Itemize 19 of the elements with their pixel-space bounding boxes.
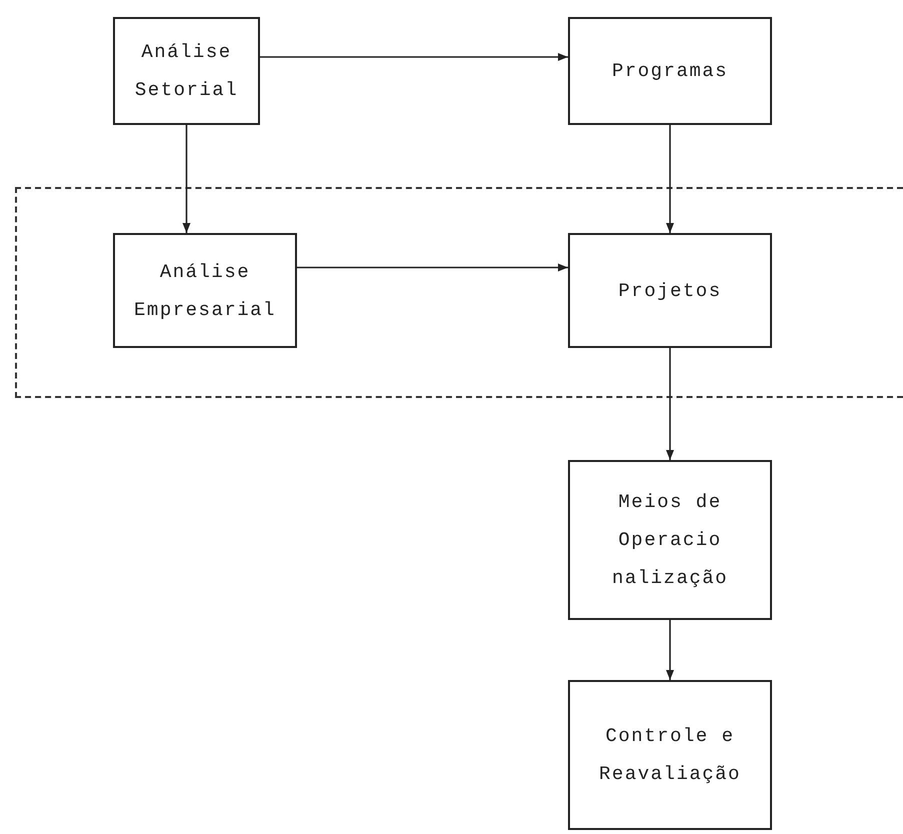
arrow bbox=[666, 348, 674, 460]
arrow bbox=[260, 53, 568, 61]
process-box bbox=[113, 233, 297, 348]
arrow bbox=[666, 125, 674, 233]
arrow bbox=[666, 620, 674, 680]
process-box bbox=[568, 460, 772, 620]
box-label: Meios de Operacio nalização bbox=[610, 490, 730, 591]
arrow bbox=[297, 264, 568, 272]
process-box bbox=[568, 680, 772, 830]
process-box bbox=[568, 17, 772, 125]
process-box bbox=[568, 233, 772, 348]
process-box bbox=[113, 17, 260, 125]
box-label: Programas bbox=[610, 59, 730, 84]
box-label: Projetos bbox=[617, 278, 723, 304]
dashed-group-region bbox=[15, 187, 903, 398]
box-label: Controle e Reavaliação bbox=[598, 724, 742, 787]
box-label: Análise Setorial bbox=[134, 40, 240, 103]
box-label: Análise Empresarial bbox=[133, 260, 277, 322]
arrow bbox=[182, 125, 190, 233]
